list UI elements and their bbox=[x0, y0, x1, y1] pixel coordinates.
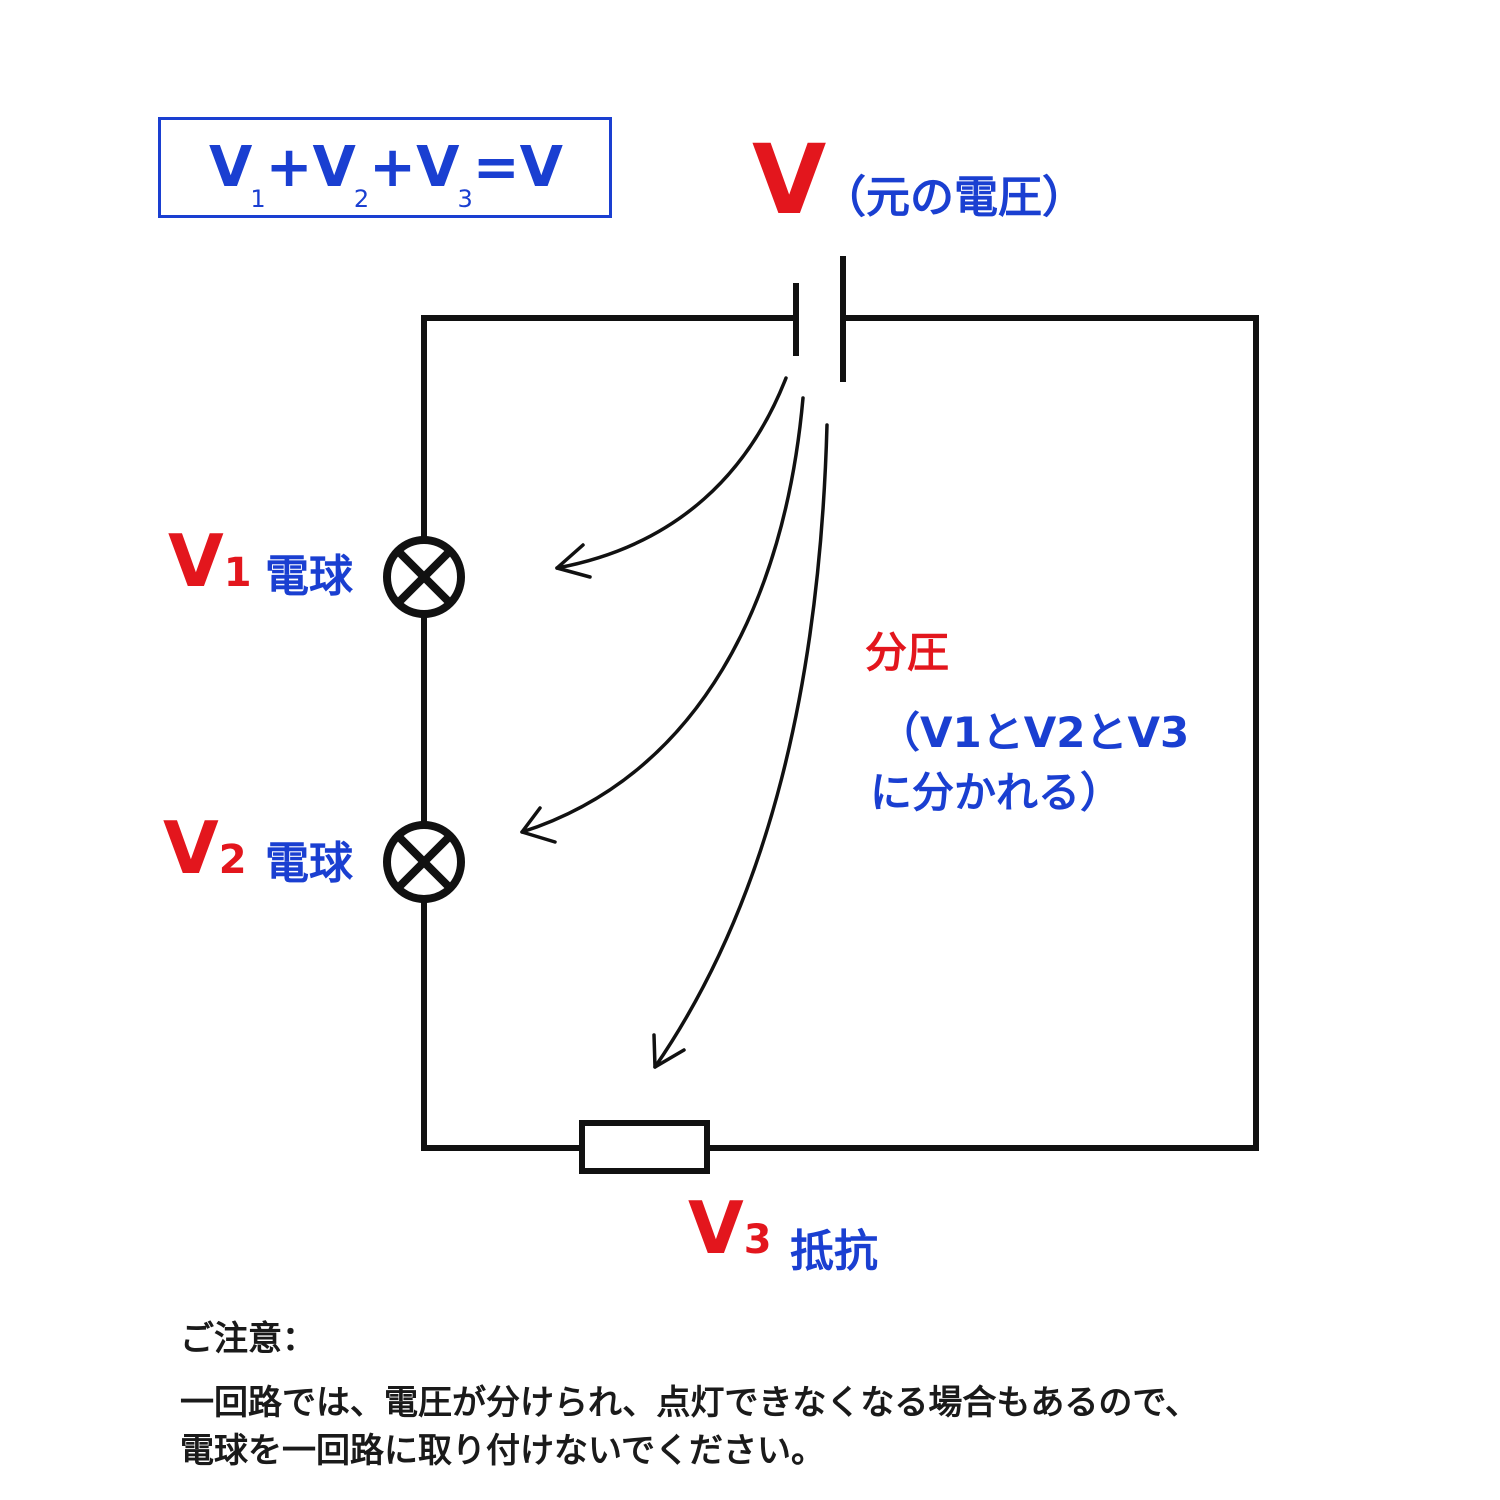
arrow-icon bbox=[653, 423, 829, 1069]
formula-v3-sub: 3 bbox=[457, 185, 472, 213]
bulb1-symbol: V bbox=[168, 519, 224, 603]
source-voltage-label: （元の電圧） bbox=[822, 172, 1086, 223]
formula-v: V bbox=[519, 134, 563, 200]
bulb1-label: 電球 bbox=[265, 551, 353, 602]
arrow-icon bbox=[520, 396, 805, 834]
arrow-icon bbox=[520, 806, 557, 844]
formula-v1: V bbox=[209, 134, 252, 200]
battery-symbol-icon bbox=[793, 256, 846, 382]
arrow-icon bbox=[555, 376, 788, 570]
notice-title: ご注意： bbox=[180, 1319, 316, 1359]
formula-plus: + bbox=[265, 134, 313, 200]
formula-plus: + bbox=[369, 134, 416, 200]
resistor-symbol-icon bbox=[579, 1120, 710, 1174]
bulb2-sub: 2 bbox=[218, 837, 247, 883]
lamp-symbol-icon bbox=[383, 821, 465, 903]
resistor-label-group: V3 bbox=[688, 1192, 772, 1264]
notice-line2: 電球を一回路に取り付けないでください。 bbox=[180, 1431, 825, 1471]
formula-v2: V bbox=[312, 134, 356, 200]
formula-v2-sub: 2 bbox=[353, 185, 369, 213]
bulb2-label-group: V2 bbox=[163, 812, 247, 884]
arrow-icon bbox=[652, 1033, 686, 1069]
formula-v1-sub: 1 bbox=[250, 185, 265, 213]
division-line1: （V1とV2とV3 bbox=[878, 708, 1190, 757]
formula-v3: V bbox=[416, 134, 459, 200]
bulb2-label: 電球 bbox=[265, 838, 353, 889]
division-line2: に分かれる） bbox=[870, 768, 1123, 817]
resistor-symbol: V bbox=[688, 1186, 744, 1270]
formula-equals: = bbox=[472, 134, 520, 200]
division-title: 分圧 bbox=[865, 628, 950, 677]
resistor-sub: 3 bbox=[743, 1217, 772, 1263]
resistor-label: 抵抗 bbox=[790, 1226, 878, 1277]
lamp-symbol-icon bbox=[383, 536, 465, 618]
bulb2-symbol: V bbox=[163, 806, 219, 890]
notice-line1: 一回路では、電圧が分けられ、点灯できなくなる場合もあるので、 bbox=[180, 1383, 1199, 1423]
arrow-icon bbox=[555, 543, 592, 579]
bulb1-sub: 1 bbox=[223, 550, 252, 596]
bulb1-label-group: V1 bbox=[168, 525, 252, 597]
source-voltage-symbol: V bbox=[752, 124, 827, 236]
